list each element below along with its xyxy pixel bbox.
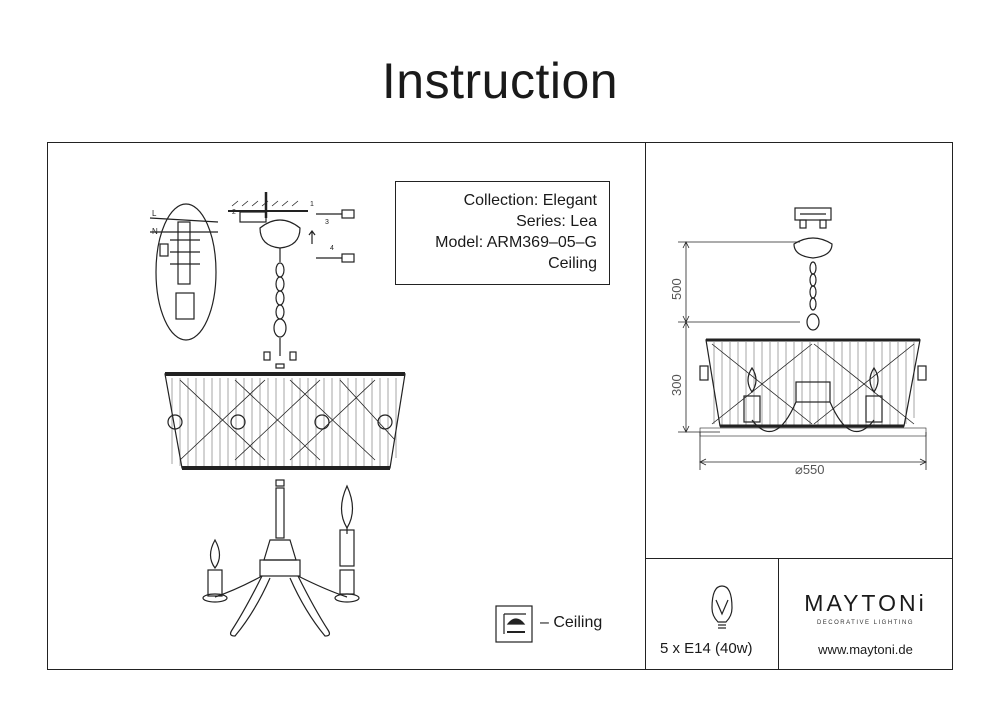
footer-divider [778,558,779,670]
candle-arms [202,479,360,637]
mount-type-label: – Ceiling [540,614,603,631]
collection-line: Collection: Elegant [463,192,597,209]
brand-tagline: DECORATIVE LIGHTING [816,620,915,626]
step-number-4: 4 [330,245,334,252]
height-chain-dimension: 500 [669,278,684,300]
vertical-divider [645,142,646,670]
neutral-wire-label: N [152,227,158,236]
drawing-frame [47,142,953,670]
side-elevation [699,207,927,432]
ceiling-mount: 1 2 3 4 [228,192,355,263]
light-bulb-icon [711,585,733,629]
page-title: Instruction [381,53,619,109]
drum-shade [164,372,406,470]
diameter-dimension: ⌀550 [795,462,825,477]
dimension-lines: 500 300 ⌀550 [669,241,927,477]
mount-type-line: Ceiling [548,255,597,272]
step-number-1: 1 [310,201,314,208]
horizontal-divider [645,558,953,559]
ceiling-mount-icon [495,605,533,643]
model-line: Model: ARM369–05–G [435,234,597,251]
height-shade-dimension: 300 [669,374,684,396]
model-info-box: Collection: Elegant Series: Lea Model: A… [395,181,610,285]
series-line: Series: Lea [516,213,597,230]
suspension-chain [263,262,297,369]
brand-url: www.maytoni.de [818,642,913,657]
step-number-3: 3 [325,219,329,226]
live-wire-label: L [152,209,157,218]
step-number-2: 2 [232,209,236,216]
brand-logo: MAYTONi [804,590,927,616]
lamp-spec: 5 x E14 (40w) [660,640,753,657]
wiring-detail: L N [149,203,219,341]
